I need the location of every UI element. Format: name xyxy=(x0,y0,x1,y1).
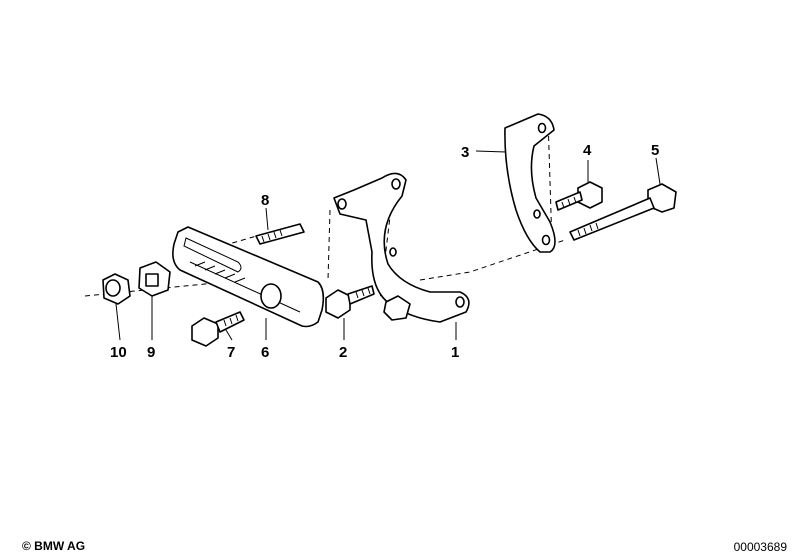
callout-8: 8 xyxy=(261,192,269,209)
part-2-bolt xyxy=(325,285,375,319)
part-5-long-bolt xyxy=(569,183,677,241)
part-6-adjusting-plate xyxy=(172,226,325,328)
callout-1: 1 xyxy=(451,344,459,361)
part-8-stud xyxy=(255,223,305,245)
callout-7: 7 xyxy=(227,344,235,361)
part-4-bolt xyxy=(555,181,603,211)
callout-labels: 1 2 3 4 5 6 7 8 9 10 xyxy=(110,142,659,361)
part-10-nut xyxy=(102,273,131,305)
image-number: 00003689 xyxy=(733,540,787,554)
copyright-text: © BMW AG xyxy=(22,539,86,553)
callout-5: 5 xyxy=(651,142,659,159)
callout-6: 6 xyxy=(261,344,269,361)
callout-2: 2 xyxy=(339,344,347,361)
part-1-bracket xyxy=(333,172,470,323)
callout-9: 9 xyxy=(147,344,155,361)
callout-10: 10 xyxy=(110,344,127,361)
part-9-sleeve xyxy=(138,261,171,297)
callout-4: 4 xyxy=(583,142,592,159)
callout-3: 3 xyxy=(461,144,469,161)
part-3-upper-bracket xyxy=(504,113,556,253)
leader-lines xyxy=(115,150,661,341)
part-7-bolt xyxy=(191,311,245,347)
